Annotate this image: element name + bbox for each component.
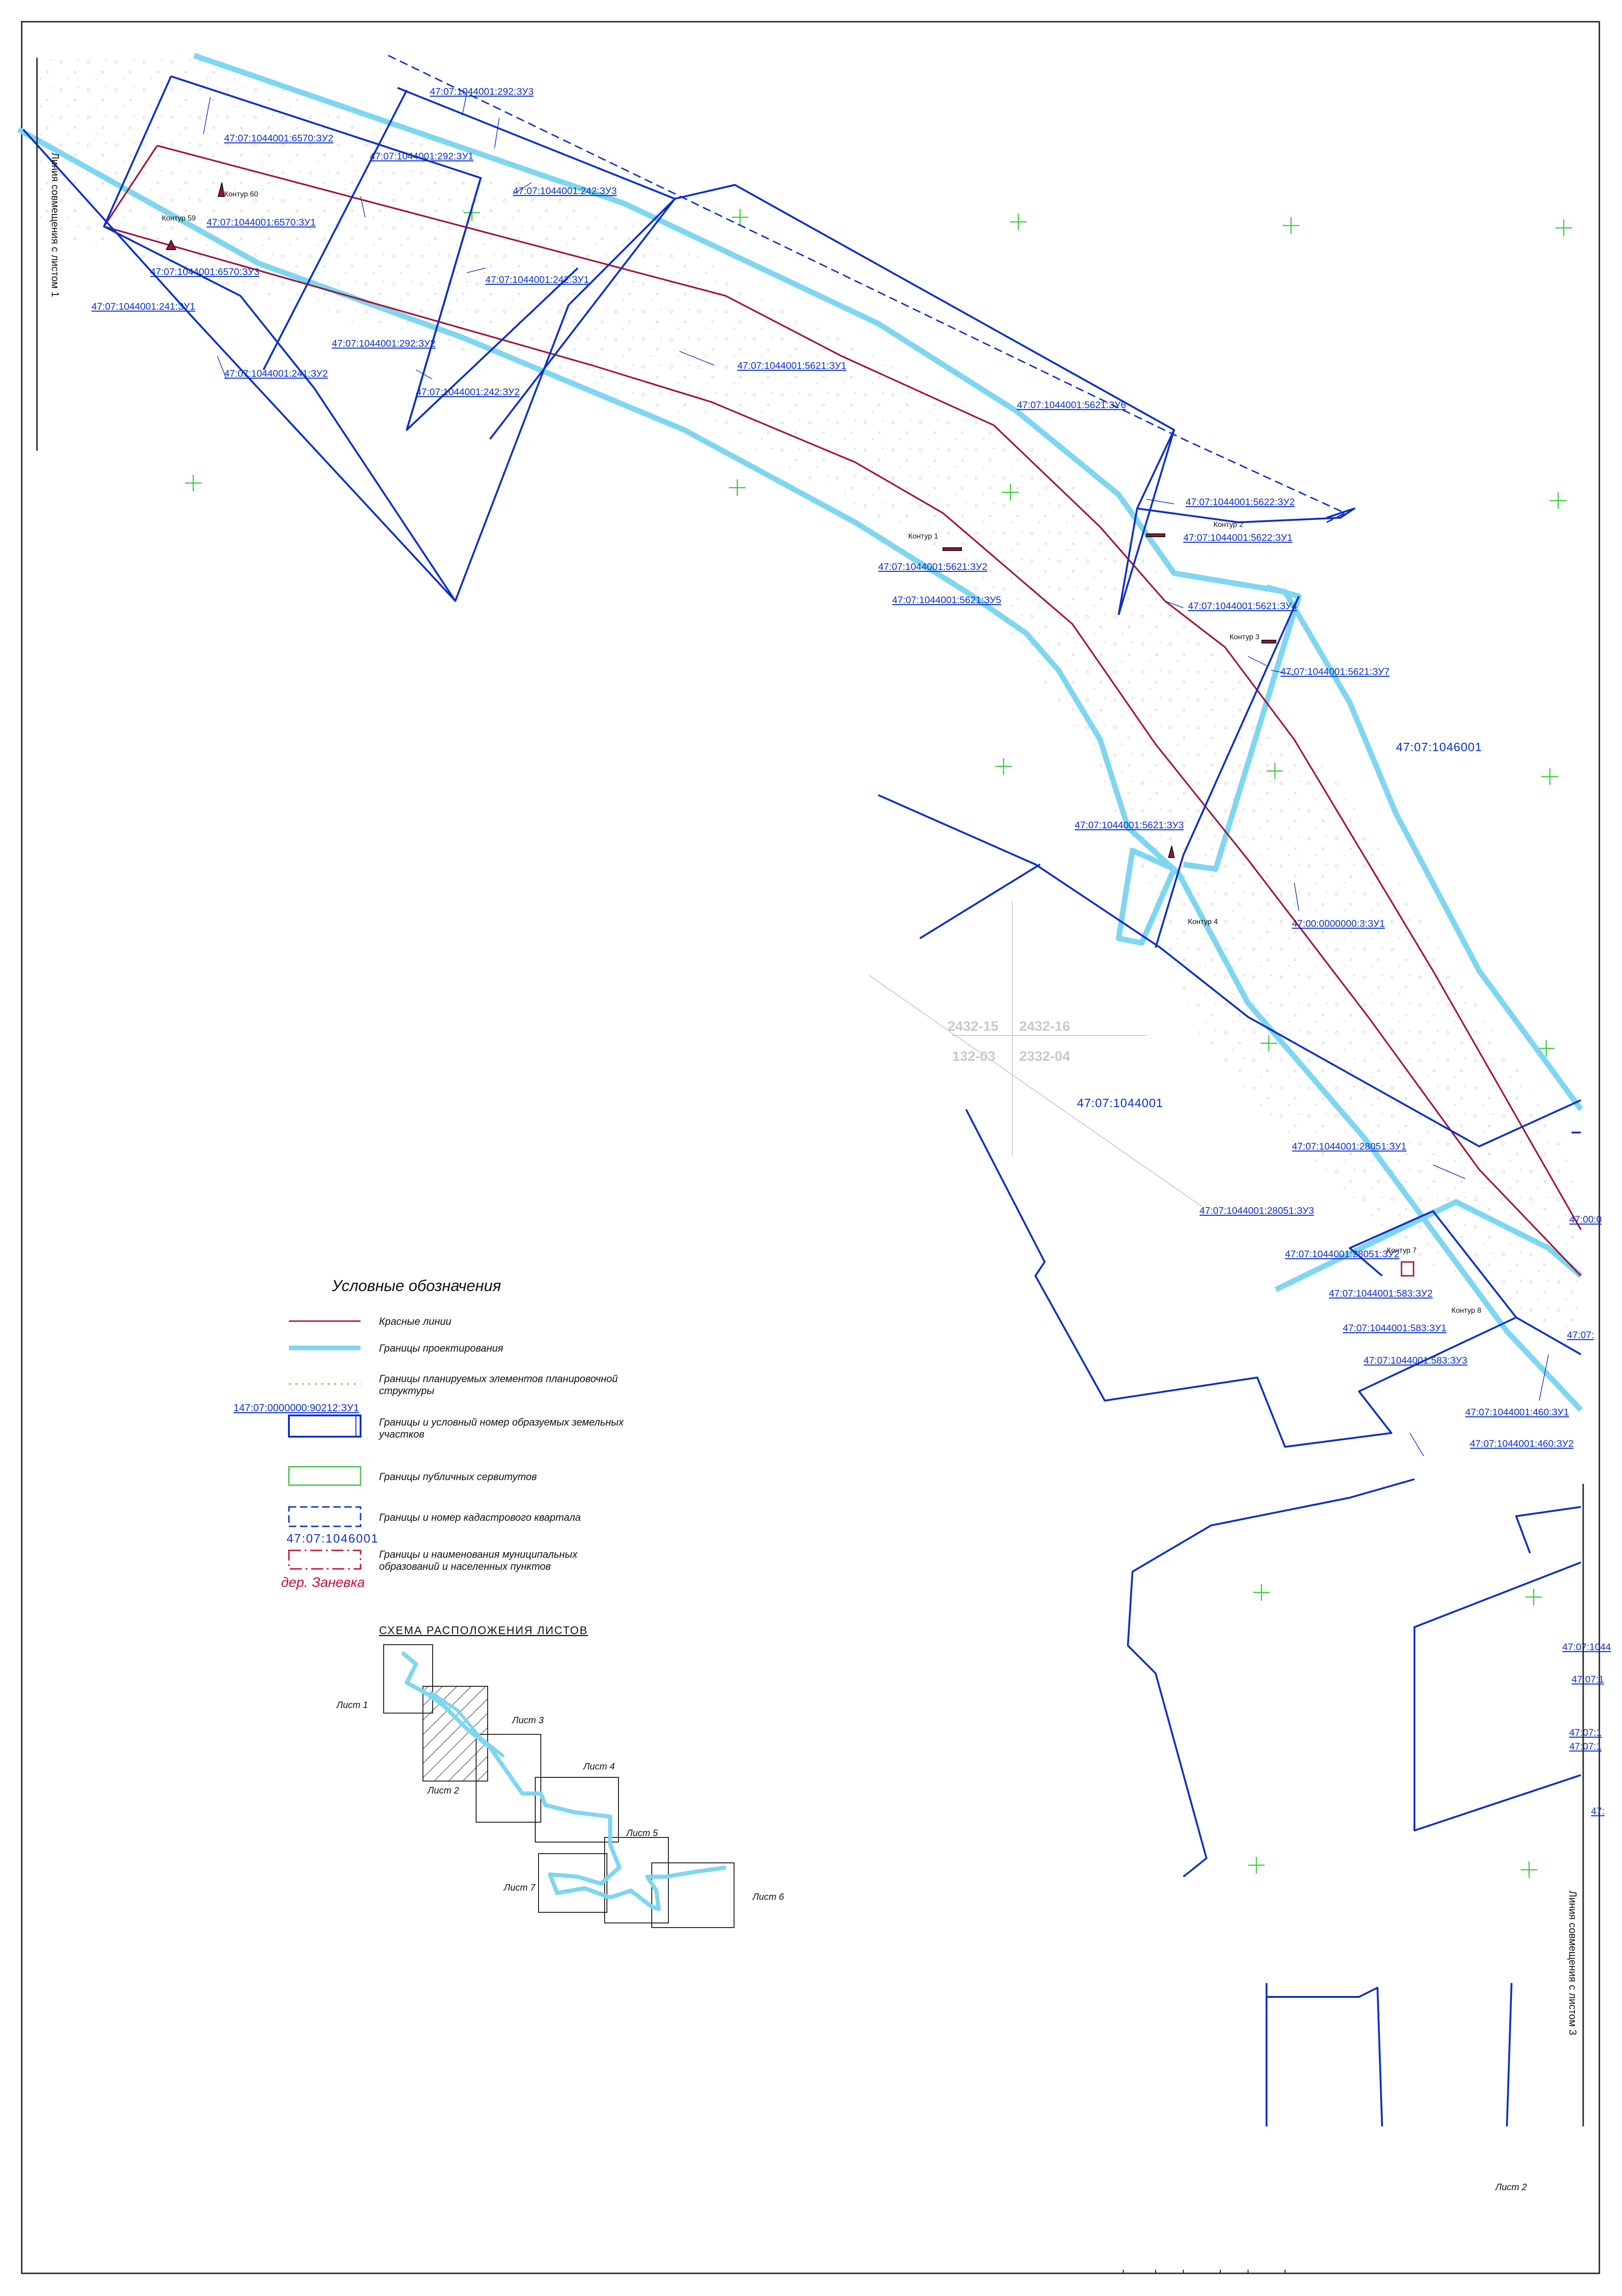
plot-label: 47:07:1044001:241:ЗУ2 — [224, 368, 328, 379]
contour-labels: Контур 60 Контур 59 Контур 1 Контур 2 Ко… — [162, 190, 1481, 1315]
plot-label: 47:07:1044001:28051:ЗУ2 — [1285, 1249, 1400, 1260]
quarter-boundary — [388, 55, 1347, 523]
legend: Условные обозначения Красные линии Грани… — [233, 1277, 624, 1590]
design-boundary — [17, 53, 1583, 1412]
legend-planning-1: Границы планируемых элементов планировоч… — [379, 1373, 618, 1384]
legend-quarter-sample: 47:07:1046001 — [287, 1531, 379, 1545]
legend-design-bounds: Границы проектирования — [379, 1342, 503, 1354]
quarter-label-1046001: 47:07:1046001 — [1396, 740, 1482, 754]
plot-label: 47:07:1044001:5621:ЗУ6 — [1017, 400, 1126, 410]
red-lines — [103, 145, 1582, 1277]
contour-markers — [165, 182, 1414, 1277]
grey-num-4: 2332-04 — [1019, 1049, 1070, 1064]
legend-quarter-swatch — [288, 1506, 361, 1527]
legend-plots-1: Границы и условный номер образуемых земе… — [379, 1416, 624, 1428]
terrain-area — [37, 51, 1581, 1341]
plot-label: 47:07:1044001:583:ЗУ3 — [1364, 1355, 1467, 1366]
plot-boundaries — [22, 75, 1581, 2127]
plot-label: 47:07:1044001:583:ЗУ2 — [1329, 1288, 1432, 1299]
scheme-sheet-5: Лист 5 — [625, 1828, 658, 1838]
legend-village: дер. Заневка — [281, 1575, 365, 1590]
legend-title: Условные обозначения — [331, 1277, 501, 1295]
plot-label: 47:07:1044001:583:ЗУ1 — [1343, 1323, 1446, 1334]
plot-label: 47:07:1044001:6570:ЗУ1 — [207, 217, 316, 228]
legend-municipal-2: образований и населенных пунктов — [379, 1561, 551, 1572]
legend-plot-sample: 147:07:0000000:90212:ЗУ1 — [233, 1402, 359, 1414]
right-alignment-label: Линия совмещения с листом 3 — [1567, 1891, 1579, 2035]
grey-grid — [869, 901, 1202, 1207]
contour-label-59: Контур 59 — [162, 214, 196, 222]
plot-label: 47:07:1044001:292:ЗУ1 — [370, 151, 473, 162]
legend-quarter: Границы и номер кадастрового квартала — [379, 1512, 581, 1523]
sheet-number: Лист 2 — [1494, 2182, 1527, 2192]
legend-plot-swatch — [288, 1414, 361, 1438]
contour-label-1: Контур 1 — [908, 533, 938, 540]
contour-label-4: Контур 4 — [1188, 918, 1218, 926]
plot-label: 47:00:0000000:3:ЗУ1 — [1292, 918, 1385, 929]
scheme-sheet-6: Лист 6 — [752, 1892, 784, 1902]
plot-label: 47:07:1044001:460:ЗУ2 — [1470, 1439, 1573, 1449]
scheme-sheet-4: Лист 4 — [582, 1762, 615, 1772]
edge-labels: 47:07: 47:07:1044 47:07:1 47:07:1 47:07:… — [1562, 1214, 1611, 1817]
plot-label: 47:07:1044001:28051:ЗУ1 — [1292, 1141, 1407, 1152]
legend-red-lines: Красные линии — [379, 1316, 451, 1327]
plot-label: 47:07:1044001:242:ЗУ1 — [485, 275, 589, 285]
scheme-sheet-1: Лист 1 — [336, 1700, 368, 1710]
plot-label: 47:07:1044001:6570:ЗУ3 — [150, 267, 259, 277]
grey-num-2: 2432-16 — [1019, 1019, 1070, 1034]
grey-numbers: 2432-15 2432-16 132-03 2332-04 — [948, 1019, 1070, 1064]
grey-num-1: 2432-15 — [948, 1019, 998, 1034]
sheet-frame — [21, 21, 1600, 2274]
plot-label: 47:07:1044001:5622:ЗУ1 — [1183, 533, 1292, 543]
scheme-title: СХЕМА РАСПОЛОЖЕНИЯ ЛИСТОВ — [379, 1624, 588, 1637]
sheet-scheme: СХЕМА РАСПОЛОЖЕНИЯ ЛИСТОВ Лист 1 Лист 2 … — [336, 1624, 784, 1928]
plot-label: 47:07:1044001:242:ЗУ2 — [416, 387, 520, 398]
edge-label: 47:00:0 — [1569, 1214, 1602, 1225]
plot-labels: 47:07:1044001:292:ЗУ3 47:07:1044001:6570… — [92, 86, 1573, 1449]
contour-label-8: Контур 8 — [1451, 1307, 1481, 1315]
contour-label-60: Контур 60 — [224, 190, 258, 198]
legend-municipal-swatch — [288, 1549, 361, 1570]
plot-label: 47:07:1044001:5621:ЗУ1 — [737, 361, 846, 371]
plot-label: 47:07:1044001:5621:ЗУ7 — [1280, 667, 1389, 677]
plot-label: 47:07:1044001:5621:ЗУ4 — [1188, 601, 1297, 612]
edge-label: 47:07: — [1567, 1330, 1594, 1341]
scheme-sheet-7: Лист 7 — [503, 1883, 536, 1893]
edge-label: 47:07:1044 — [1562, 1642, 1611, 1653]
scheme-sheet-2: Лист 2 — [427, 1786, 459, 1796]
quarter-label-1044001: 47:07:1044001 — [1077, 1096, 1163, 1110]
contour-label-7: Контур 7 — [1387, 1247, 1417, 1255]
contour-label-3: Контур 3 — [1230, 633, 1260, 641]
plot-label: 47:07:1044001:241:ЗУ1 — [92, 301, 195, 312]
edge-label: 47:07:1 — [1572, 1674, 1604, 1685]
plot-label: 47:07:1044001:5622:ЗУ2 — [1186, 497, 1295, 508]
grey-num-3: 132-03 — [952, 1049, 995, 1064]
plot-label: 47:07:1044001:5621:ЗУ3 — [1075, 820, 1184, 831]
plot-label: 47:07:1044001:5621:ЗУ5 — [892, 595, 1001, 606]
legend-plots-2: участков — [378, 1428, 424, 1440]
plot-label: 47:07:1044001:460:ЗУ1 — [1465, 1407, 1569, 1418]
plot-label: 47:07:1044001:5621:ЗУ2 — [878, 562, 987, 572]
legend-planning-2: структуры — [379, 1385, 435, 1396]
legend-municipal-1: Границы и наименования муниципальных — [379, 1549, 578, 1560]
contour-label-2: Контур 2 — [1213, 521, 1243, 529]
leader-lines — [203, 92, 1549, 1457]
legend-servitude-swatch — [288, 1466, 361, 1486]
edge-label: 47:07:1 — [1569, 1741, 1602, 1752]
scheme-sheet-3: Лист 3 — [511, 1715, 544, 1726]
plot-label: 47:07:1044001:242:ЗУ3 — [513, 186, 617, 196]
plot-label: 47:07:1044001:292:ЗУ3 — [430, 86, 533, 97]
legend-servitude: Границы публичных сервитутов — [379, 1471, 537, 1482]
edge-label: 47:07:1 — [1569, 1727, 1602, 1738]
plot-label: 47:07:1044001:292:ЗУ2 — [332, 338, 435, 349]
plot-label: 47:07:1044001:6570:ЗУ2 — [224, 133, 333, 144]
left-alignment-label: Линия совмещения с листом 1 — [49, 153, 61, 297]
bottom-ticks — [1123, 2270, 1285, 2273]
plot-label: 47:07:1044001:28051:ЗУ3 — [1200, 1206, 1314, 1216]
green-crosses — [185, 204, 1572, 1878]
edge-label: 47: — [1591, 1806, 1604, 1817]
